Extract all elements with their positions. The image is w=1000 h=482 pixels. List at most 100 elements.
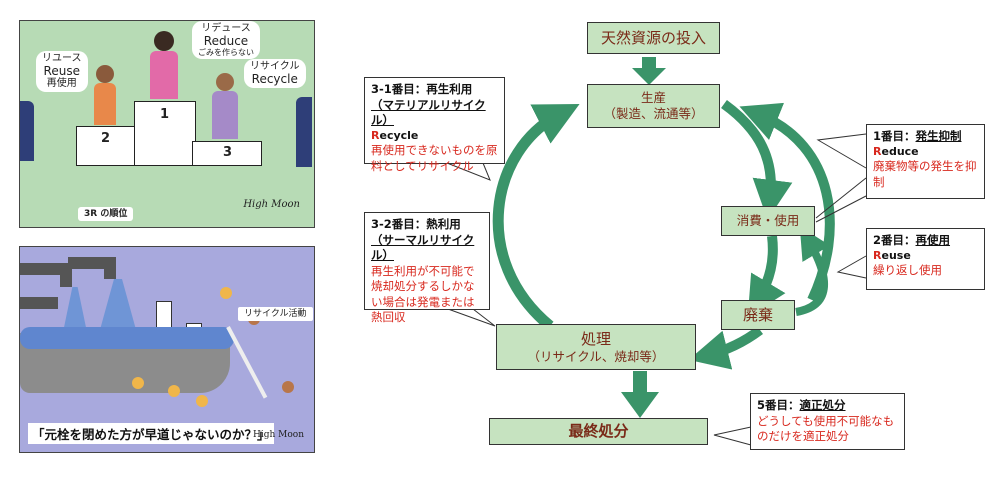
english-rest: euse [881, 248, 911, 262]
faucet-icon [20, 263, 60, 275]
reuse-bubble: リユース Reuse 再使用 [36, 51, 88, 92]
callout-reduce-english: Reduce [873, 145, 978, 160]
worker-figure [168, 385, 180, 397]
pointer-proper-disposal [713, 426, 752, 446]
callout-reduce-title: 1番目：発生抑制 [873, 129, 978, 145]
cartoon-3r-ranking: リユース Reuse 再使用 リデュース Reduce ごみを作らない リサイク… [19, 20, 315, 228]
signature: High Moon [243, 199, 300, 210]
callout-proper-disposal-title: 5番目：適正処分 [757, 398, 898, 414]
podium-first [134, 101, 196, 166]
callout-reuse-desc: 繰り返し使用 [873, 263, 942, 278]
title-key: 適正処分 [799, 398, 846, 412]
arrow-consumption-to-waste [747, 235, 786, 318]
node-natural-resources: 天然資源の投入 [587, 22, 720, 54]
callout-recycle-material-subtitle: （マテリアルリサイクル） [371, 97, 486, 128]
callout-reuse-title: 2番目：再使用 [873, 233, 978, 249]
podium-number-3: 3 [223, 145, 233, 160]
tub-water [20, 327, 234, 349]
worker-figure [196, 395, 208, 407]
callout-recycle-material-english: Recycle [371, 129, 498, 144]
title-prefix: 2番目： [873, 233, 916, 247]
pointer-reduce-to-consumption-b [815, 195, 867, 223]
red-initial: R [873, 248, 882, 262]
callout-recycle-material-title: 3-1番目：再生利用 [371, 82, 473, 96]
arrow-reduce-loop [739, 102, 835, 303]
faucet-icon [20, 297, 58, 309]
title-prefix: 5番目： [757, 398, 800, 412]
title-key: 再使用 [915, 233, 951, 247]
caption-faucet: 「元栓を閉めた方が早道じゃないのか？」 [28, 423, 274, 444]
worker-figure [282, 381, 294, 393]
callout-recycle-thermal-title: 3-2番目：熱利用 [371, 217, 461, 231]
callout-reuse: 2番目：再使用 Reuse 繰り返し使用 [866, 228, 985, 290]
arrow-reuse-loop [795, 226, 830, 316]
reuse-en: Reuse [43, 63, 80, 78]
pointer-reduce [816, 133, 867, 169]
node-treatment-title: 処理 [580, 329, 611, 348]
node-waste-label: 廃棄 [742, 305, 773, 324]
red-initial: R [371, 128, 380, 142]
callout-recycle-thermal-desc: 再生利用が不可能で焼却処分するしかない場合は発電または熱回収 [371, 263, 475, 325]
arrow-resources-to-production [632, 57, 666, 85]
title-key: 発生抑制 [915, 129, 962, 143]
english-rest: ecycle [379, 128, 419, 142]
worker-figure [132, 377, 144, 389]
node-final-disposal-label: 最終処分 [568, 422, 629, 441]
english-rest: educe [881, 144, 919, 158]
pointer-recycle-material [446, 162, 491, 181]
pointer-recycle-thermal [447, 308, 496, 327]
podium-third [192, 141, 262, 166]
figure-recycle-person-body [212, 91, 238, 139]
callout-reduce: 1番目：発生抑制 Reduce 廃棄物等の発生を抑制 [866, 124, 985, 199]
figure-reduce-person-body [150, 51, 178, 99]
recycle-kana: リサイクル [250, 61, 300, 72]
figure-reduce-person-head [154, 31, 174, 51]
reduce-kana: リデュース [201, 23, 251, 34]
faucet-spout-icon [60, 263, 72, 287]
arrow-production-to-consumption [721, 99, 793, 220]
signature: High Moon [253, 430, 304, 440]
reduce-jp: ごみを作らない [198, 48, 254, 58]
pointer-reuse [836, 255, 867, 279]
recycle-en: Recycle [251, 71, 298, 86]
caption-3r-ranking: 3R の順位 [78, 207, 134, 222]
node-production: 生産 （製造、流通等） [587, 84, 720, 128]
faucet-icon [68, 257, 114, 269]
worker-figure [220, 287, 232, 299]
reduce-bubble: リデュース Reduce ごみを作らない [192, 21, 260, 60]
title-prefix: 1番目： [873, 129, 916, 143]
node-treatment-subtitle: （リサイクル、焼却等） [527, 348, 665, 364]
node-production-title: 生産 [640, 90, 666, 106]
reduce-en: Reduce [203, 33, 249, 48]
callout-recycle-thermal: 3-2番目：熱利用 （サーマルリサイクル） 再生利用が不可能で焼却処分するしかな… [364, 212, 490, 324]
reuse-jp: 再使用 [46, 78, 77, 90]
figure-clapping-left [20, 101, 34, 161]
figure-reuse-person-body [94, 83, 116, 125]
figure-clapping-right [296, 97, 312, 167]
red-initial: R [873, 144, 882, 158]
node-consumption-label: 消費・使用 [736, 213, 800, 229]
cartoon-faucet-recycling: リサイクル活動 「元栓を閉めた方が早道じゃないのか？」 High Moon [19, 246, 315, 453]
arrow-waste-to-treatment [688, 325, 763, 370]
recycle-bubble: リサイクル Recycle [244, 59, 306, 89]
podium-number-1: 1 [160, 107, 170, 122]
arrow-recycle-loop [492, 103, 580, 331]
node-natural-resources-label: 天然資源の投入 [600, 28, 706, 47]
callout-proper-disposal-desc: どうしても使用不可能なものだけを適正処分 [757, 413, 895, 444]
podium-number-2: 2 [101, 131, 111, 146]
callout-recycle-material: 3-1番目：再生利用 （マテリアルリサイクル） Recycle 再使用できないも… [364, 77, 505, 173]
arrow-treatment-to-final [621, 371, 659, 418]
node-final-disposal: 最終処分 [489, 418, 708, 445]
label-recycling-activity: リサイクル活動 [238, 307, 313, 322]
callout-recycle-thermal-subtitle: （サーマルリサイクル） [371, 232, 475, 263]
faucet-spout-icon [104, 257, 116, 279]
node-consumption: 消費・使用 [721, 206, 815, 236]
reuse-kana: リユース [42, 53, 82, 64]
node-treatment: 処理 （リサイクル、焼却等） [496, 324, 696, 370]
callout-proper-disposal: 5番目：適正処分 どうしても使用不可能なものだけを適正処分 [750, 393, 905, 450]
callout-recycle-material-desc: 再使用できないものを原料としてリサイクル [371, 143, 498, 173]
figure-recycle-person-head [216, 73, 234, 91]
callout-reduce-desc: 廃棄物等の発生を抑制 [873, 159, 977, 189]
callout-reuse-english: Reuse [873, 249, 978, 264]
